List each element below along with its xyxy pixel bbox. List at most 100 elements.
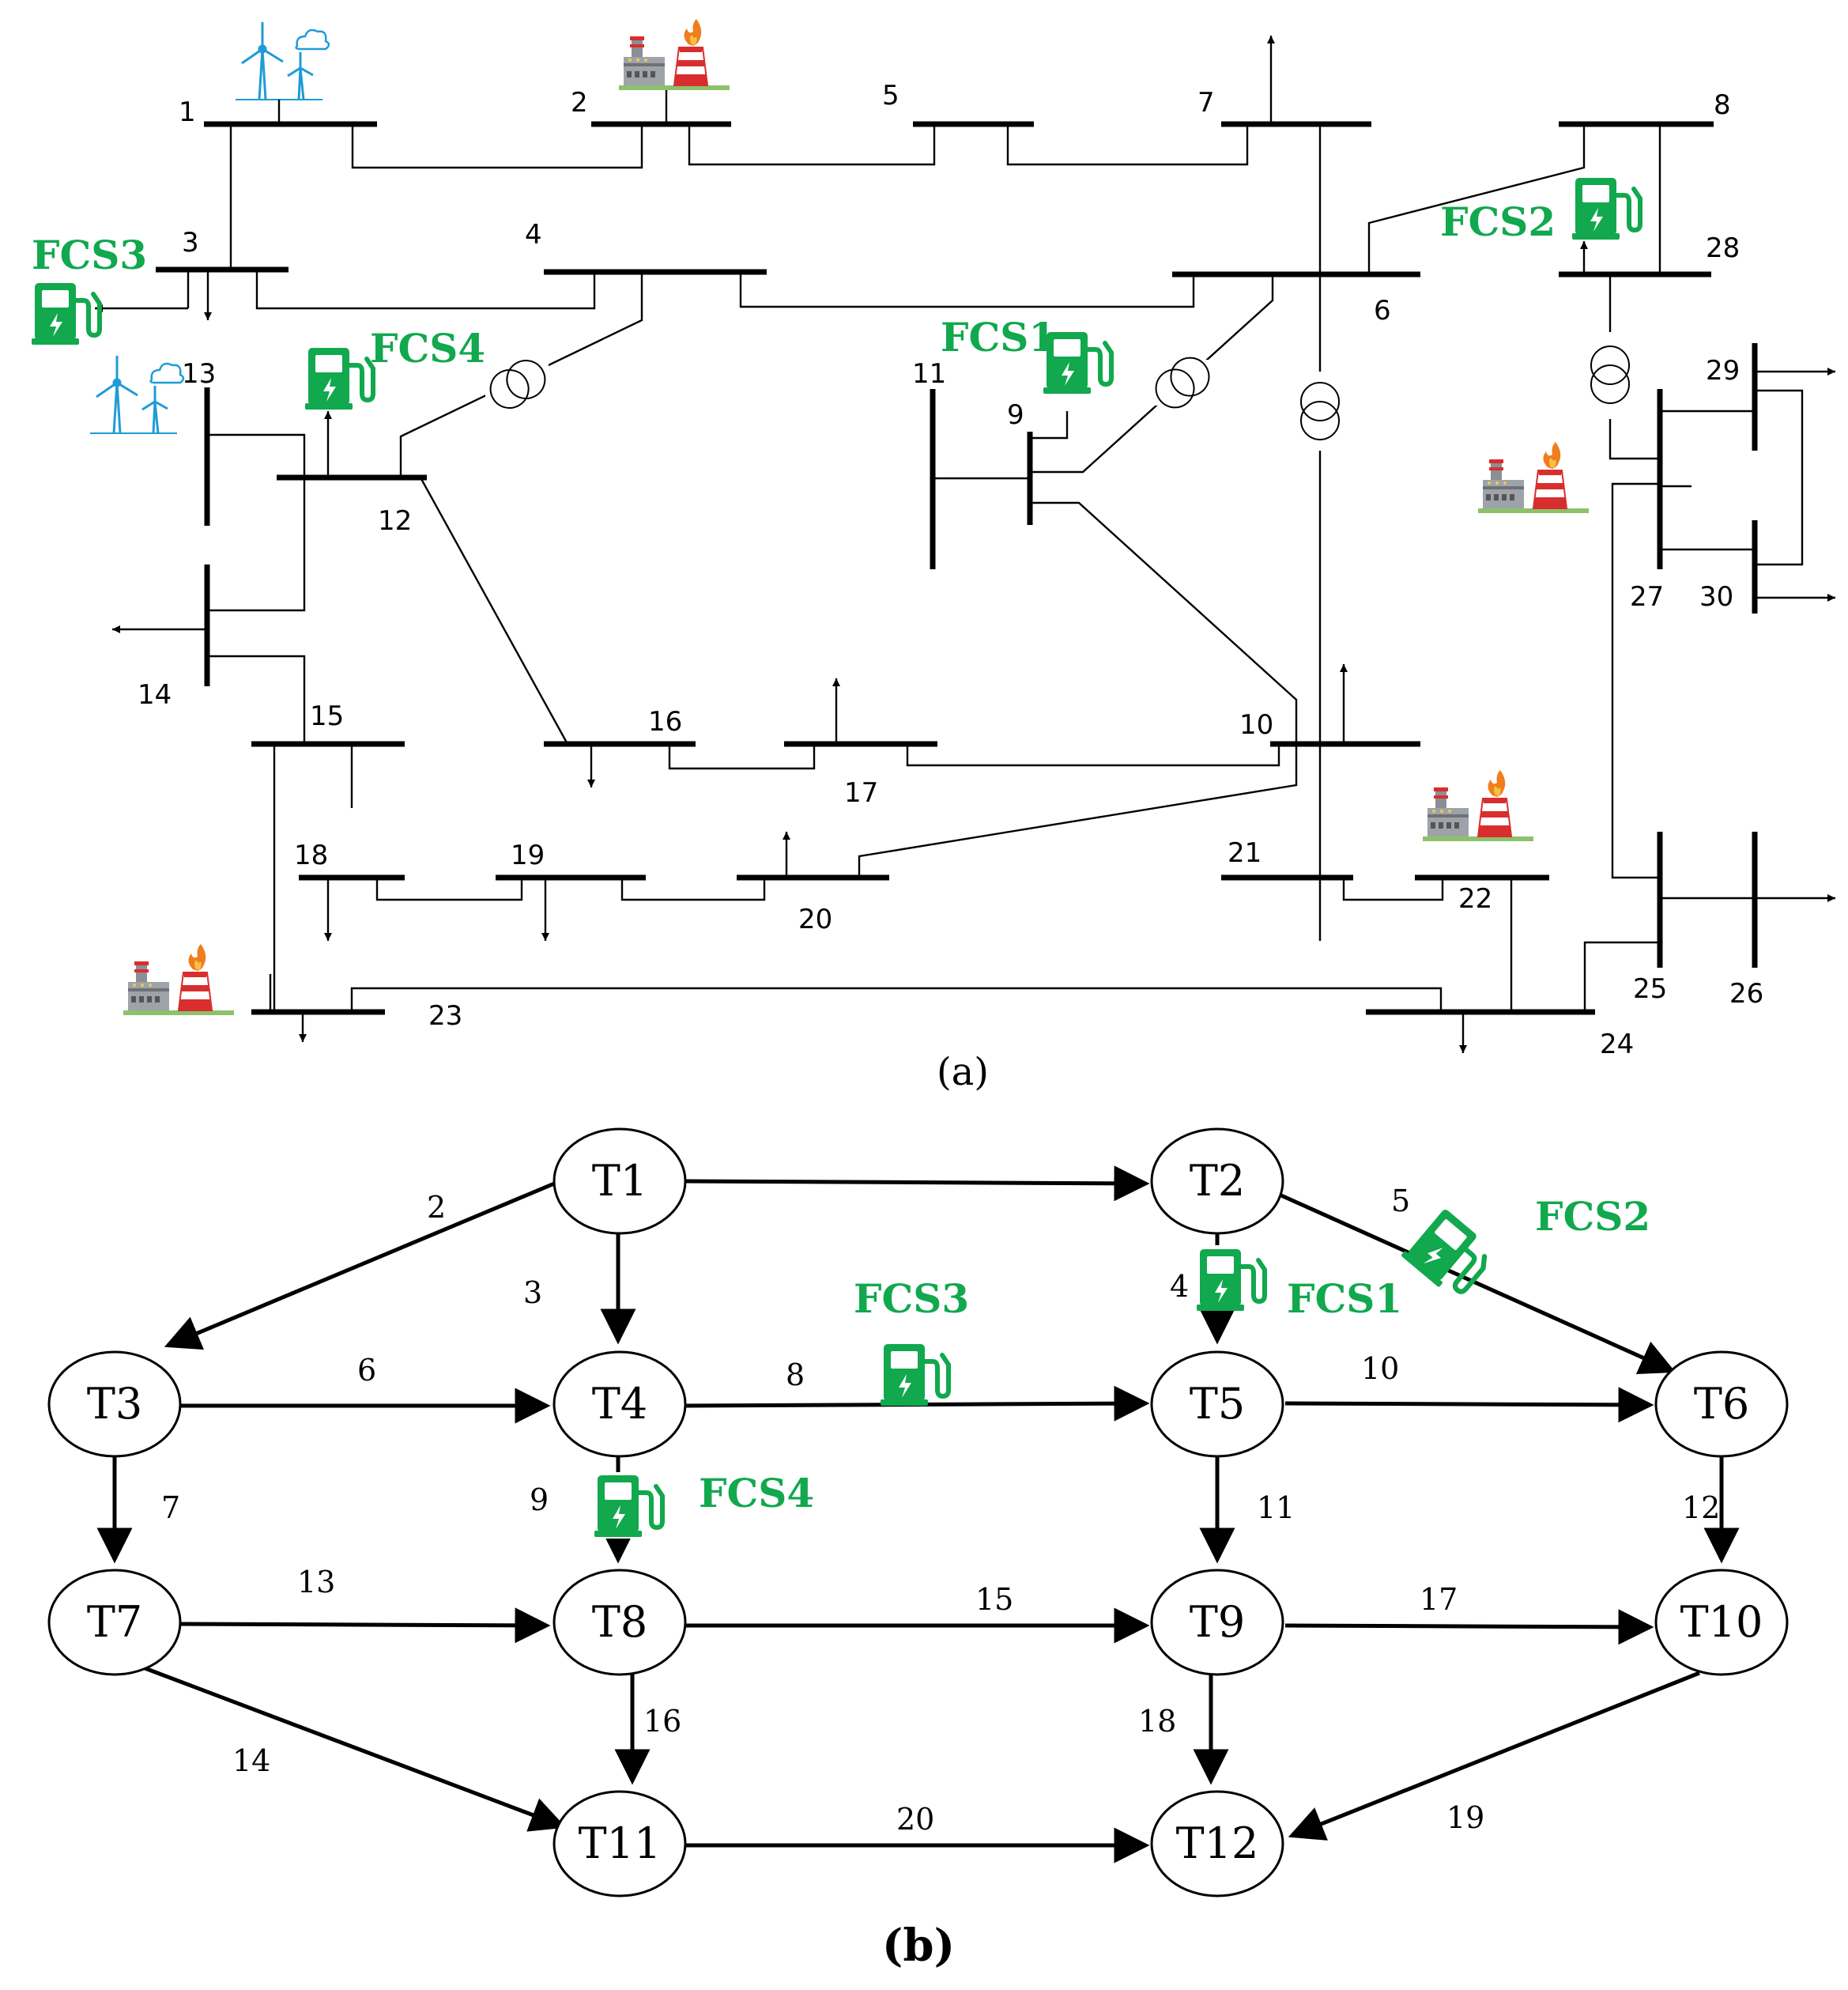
road-edge-17	[1284, 1609, 1654, 1645]
fcs3-label: FCS3	[32, 232, 147, 278]
bus-label: 8	[1714, 89, 1731, 121]
road-node-labels: T1 T2 T3 T4 T5 T6 T7 T8 T9 T10 T11 T12	[87, 1156, 1763, 1868]
edge-label: 13	[297, 1565, 335, 1599]
power-fcs-icons	[32, 178, 1640, 410]
wind-turbine-icon	[89, 354, 185, 435]
bus-label: 24	[1600, 1029, 1634, 1060]
bus-label: 10	[1239, 709, 1273, 741]
bus-label: 12	[378, 505, 412, 537]
bus-label: 27	[1630, 581, 1664, 613]
bus-label: 29	[1706, 355, 1740, 387]
bus-label: 9	[1007, 399, 1024, 431]
fcs3-label: FCS3	[854, 1275, 969, 1322]
edge-label: 10	[1361, 1351, 1399, 1386]
bus-label: 25	[1633, 973, 1667, 1005]
road-edge-1	[685, 1165, 1150, 1202]
fcs4-pump-icon	[594, 1475, 662, 1537]
generators	[89, 18, 1590, 1016]
bus-label: 13	[182, 358, 216, 390]
transformers	[482, 332, 1634, 451]
transport-network: T1 T2 T3 T4 T5 T6 T7 T8 T9 T10 T11 T12 2…	[47, 1127, 1789, 1972]
node-t7	[47, 1569, 182, 1676]
edge-label: 7	[161, 1490, 180, 1525]
node-label: T2	[1190, 1156, 1245, 1206]
bus-label: 14	[138, 679, 172, 711]
edge-label: 9	[530, 1482, 549, 1517]
edge-label: 3	[523, 1275, 542, 1310]
bus-label: 22	[1458, 883, 1492, 915]
bus-label: 7	[1197, 87, 1215, 119]
node-label: T7	[87, 1597, 142, 1647]
bus-label: 1	[179, 96, 196, 128]
road-edge-labels: 2 3 4 5 6 7 8 9 10 11 12 13 14 15 16 17 …	[161, 1184, 1720, 1837]
bus-bars	[156, 121, 1758, 1015]
node-label: T9	[1190, 1597, 1245, 1647]
fcs4-label: FCS4	[699, 1470, 814, 1516]
edge-label: 20	[896, 1802, 934, 1837]
caption-a: (a)	[937, 1050, 989, 1094]
fcs1-label: FCS1	[1287, 1275, 1402, 1322]
road-nodes	[47, 1127, 1789, 1897]
node-t10	[1654, 1569, 1789, 1676]
bus-label: 17	[844, 777, 878, 809]
node-t12	[1150, 1790, 1284, 1897]
fcs1-pump-icon	[1197, 1249, 1265, 1311]
bus-labels: 1 2 3 4 5 6 7 8 9 10 11 12 13 14 15 16 1…	[138, 80, 1763, 1060]
road-edge-19	[1288, 1671, 1700, 1841]
bus-label: 26	[1729, 978, 1763, 1010]
fcs2-pump-icon	[1572, 178, 1640, 240]
fcs2-label: FCS2	[1535, 1193, 1650, 1240]
node-label: T8	[592, 1597, 647, 1647]
edge-label: 18	[1138, 1704, 1176, 1739]
bus-label: 28	[1706, 232, 1740, 264]
bus-label: 15	[310, 700, 344, 732]
node-label: T1	[592, 1156, 647, 1206]
node-label: T5	[1190, 1379, 1245, 1429]
node-t1	[553, 1127, 687, 1235]
bus-label: 18	[294, 840, 328, 871]
node-label: T4	[592, 1379, 647, 1429]
node-t3	[47, 1350, 182, 1458]
fcs4-pump-icon	[305, 348, 373, 410]
wind-turbine-icon	[234, 21, 330, 101]
fcs3-pump-icon	[881, 1344, 949, 1406]
power-lines	[207, 124, 1804, 1012]
power-fcs-labels: FCS1 FCS2 FCS3 FCS4	[32, 198, 1556, 372]
node-t8	[553, 1569, 687, 1676]
caption-b: (b)	[882, 1920, 955, 1972]
power-plant-icon	[1422, 769, 1534, 842]
bus-label: 30	[1699, 581, 1733, 613]
road-fcs-icons	[594, 1206, 1497, 1539]
fcs3-pump-icon	[32, 283, 100, 345]
node-label: T10	[1680, 1597, 1763, 1647]
node-label: T12	[1176, 1818, 1259, 1868]
bus-label: 23	[428, 1000, 462, 1032]
bus-label: 21	[1228, 837, 1262, 869]
edge-label: 17	[1420, 1582, 1458, 1617]
node-t4	[553, 1350, 687, 1458]
edge-label: 5	[1391, 1184, 1410, 1218]
edge-label: 11	[1257, 1490, 1295, 1525]
bus-label: 11	[912, 358, 946, 390]
road-edge-13	[178, 1607, 551, 1644]
road-edge-10	[1284, 1387, 1654, 1423]
edge-label: 4	[1170, 1269, 1189, 1304]
edge-label: 2	[427, 1190, 446, 1225]
power-plant-icon	[1477, 441, 1590, 514]
edge-label: 19	[1446, 1800, 1484, 1835]
load-arrows	[95, 36, 1835, 1053]
power-network: 1 2 3 4 5 6 7 8 9 10 11 12 13 14 15 16 1…	[32, 18, 1835, 1094]
node-label: T6	[1694, 1379, 1749, 1429]
edge-label: 14	[232, 1743, 270, 1778]
node-t2	[1150, 1127, 1284, 1235]
power-plant-icon	[123, 943, 235, 1016]
bus-label: 3	[182, 227, 199, 259]
power-plant-icon	[618, 18, 730, 91]
edge-label: 15	[975, 1582, 1013, 1617]
edge-label: 16	[643, 1704, 681, 1739]
node-t11	[553, 1790, 687, 1897]
fcs2-label: FCS2	[1440, 198, 1556, 245]
bus-label: 4	[525, 219, 542, 251]
road-edge-14	[140, 1664, 567, 1832]
